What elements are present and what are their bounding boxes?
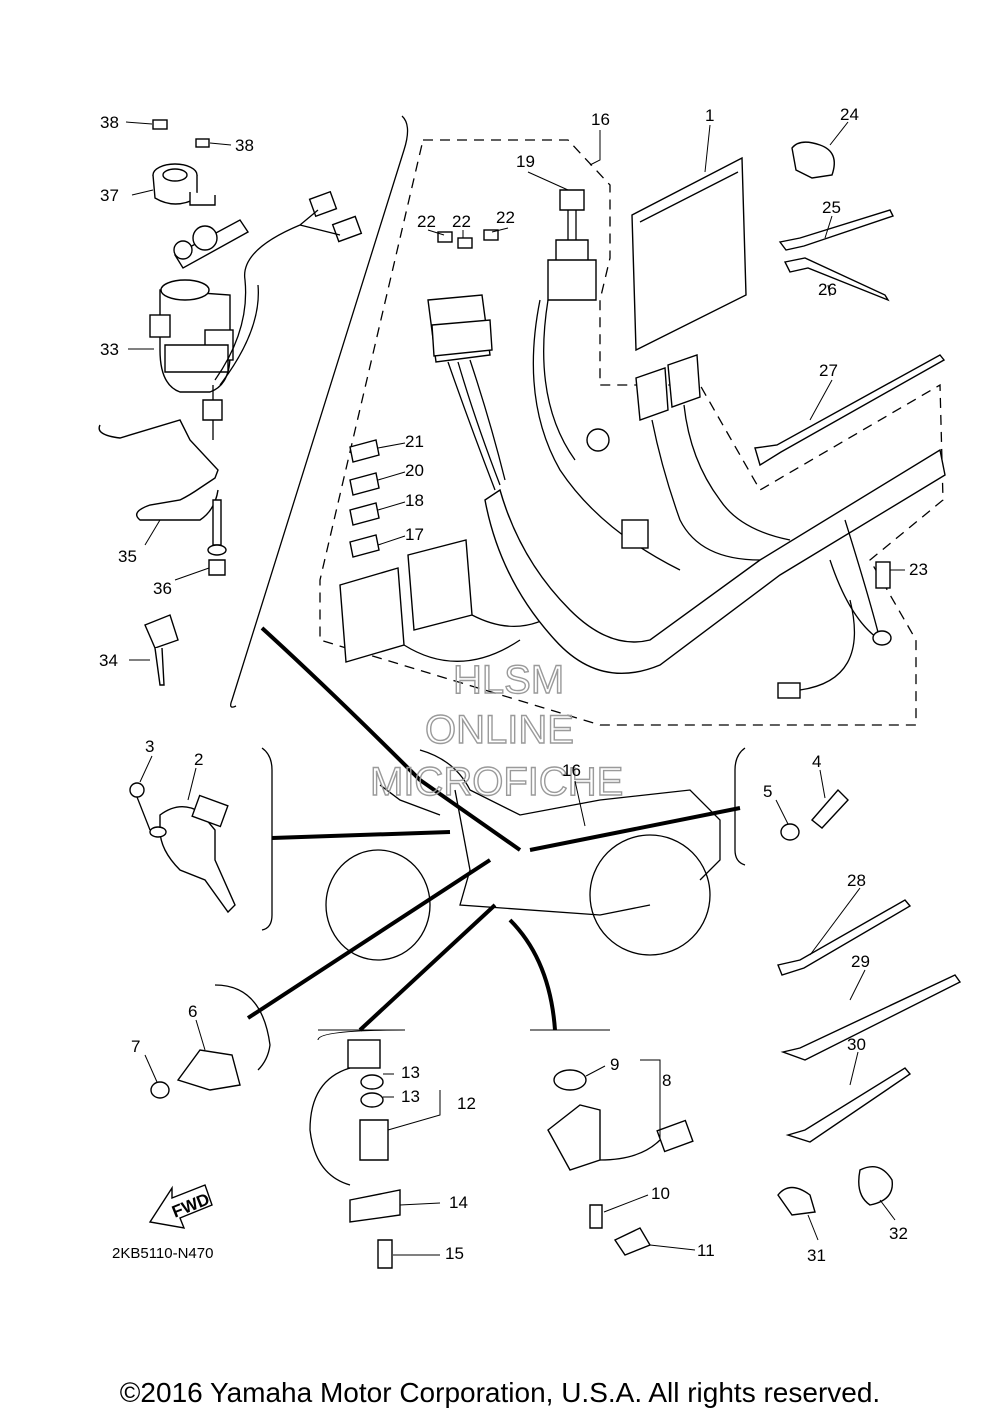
callout-26: 26	[818, 280, 837, 299]
callout-14: 14	[449, 1193, 468, 1212]
fwd-label: FWD	[169, 1189, 212, 1221]
callout-4: 4	[812, 752, 821, 771]
callout-24: 24	[840, 105, 859, 124]
callout-13b: 13	[401, 1087, 420, 1106]
wire-loop-part	[98, 419, 219, 521]
callout-27: 27	[819, 361, 838, 380]
key-cap-part	[152, 119, 216, 206]
watermark-line-3: MICROFICHE	[370, 760, 623, 804]
sensor-8-part	[547, 1069, 694, 1256]
callout-38b: 38	[235, 136, 254, 155]
group-bracket-4	[734, 747, 746, 866]
ecu-part	[631, 156, 747, 352]
small-relays-part	[349, 439, 380, 558]
sensor-2-part	[129, 782, 236, 914]
callout-34: 34	[99, 651, 118, 670]
fuses-22-part	[437, 229, 499, 249]
callout-13a: 13	[401, 1063, 420, 1082]
callout-37: 37	[100, 186, 119, 205]
fuse-block-part	[427, 294, 506, 491]
callout-22b: 22	[452, 212, 471, 231]
callout-23: 23	[909, 560, 928, 579]
relay-boxes-part	[339, 539, 561, 663]
callout-21: 21	[405, 432, 424, 451]
sensor-6-part	[150, 1049, 241, 1099]
callout-35: 35	[118, 547, 137, 566]
group-bracket-6	[214, 984, 271, 1071]
callout-7: 7	[131, 1037, 140, 1056]
callout-10: 10	[651, 1184, 670, 1203]
fwd-arrow-icon: FWD	[148, 1184, 213, 1229]
bolt-part	[207, 499, 227, 576]
harness-boundary	[319, 139, 944, 726]
callout-labels: 1 2 3 4 5 6 7 8 9 10 11 12 13 13 14 15 1…	[99, 105, 928, 1265]
callout-5: 5	[763, 782, 772, 801]
callout-2: 2	[194, 750, 203, 769]
bolt-23-part	[872, 561, 892, 646]
main-harness-part	[484, 299, 946, 699]
vehicle-outline	[325, 749, 721, 961]
callout-1: 1	[705, 106, 714, 125]
callout-30: 30	[847, 1035, 866, 1054]
callout-6: 6	[188, 1002, 197, 1021]
callout-38a: 38	[100, 113, 119, 132]
callout-3: 3	[145, 737, 154, 756]
watermark-line-1: HLSM	[453, 658, 564, 702]
callout-36: 36	[153, 579, 172, 598]
callout-leaders	[125, 121, 905, 1256]
callout-28: 28	[847, 871, 866, 890]
callout-29: 29	[851, 952, 870, 971]
callout-17: 17	[405, 525, 424, 544]
divider-line	[230, 115, 409, 708]
callout-25: 25	[822, 198, 841, 217]
diagram-code: 2KB5110-N470	[112, 1245, 214, 1262]
watermark-line-2: ONLINE	[425, 708, 574, 752]
ties-28-32-part	[777, 899, 962, 1216]
group-bracket-2	[261, 747, 273, 931]
callout-12: 12	[457, 1094, 476, 1113]
callout-20: 20	[405, 461, 424, 480]
callout-22c: 22	[496, 208, 515, 227]
key-part	[144, 614, 179, 686]
callout-11: 11	[697, 1241, 715, 1260]
main-switch-part	[149, 190, 363, 440]
callout-32: 32	[889, 1224, 908, 1243]
callout-33: 33	[100, 340, 119, 359]
callout-31: 31	[807, 1246, 826, 1265]
callout-22a: 22	[417, 212, 436, 231]
ecu-connectors-part	[635, 354, 791, 561]
callout-16-top: 16	[591, 110, 610, 129]
callout-8: 8	[662, 1071, 671, 1090]
callout-18: 18	[405, 491, 424, 510]
sensor-4-part	[780, 788, 849, 841]
leader-lines	[246, 626, 741, 1041]
ties-24-27-part	[754, 141, 946, 467]
callout-15: 15	[445, 1244, 464, 1263]
sensor-12-part	[309, 1039, 401, 1269]
relay-19-part	[547, 189, 597, 301]
callout-19: 19	[516, 152, 535, 171]
callout-9: 9	[610, 1055, 619, 1074]
copyright-notice: ©2016 Yamaha Motor Corporation, U.S.A. A…	[119, 1377, 881, 1408]
callout-16-bottom: 16	[562, 761, 581, 780]
